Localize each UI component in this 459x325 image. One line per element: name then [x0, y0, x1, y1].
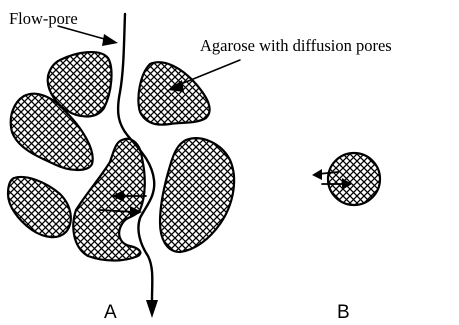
agarose-label: Agarose with diffusion pores [200, 36, 392, 55]
flow-pore-label: Flow-pore [9, 9, 78, 28]
panel-b-label: B [337, 302, 350, 323]
agarose-bead-b [328, 153, 380, 205]
flow-pore-leader [58, 26, 118, 46]
agarose-fragment-top-right [138, 62, 209, 124]
bead-b [312, 153, 380, 205]
agarose-fragment-bottom-left [8, 177, 71, 237]
panel-a-label: A [104, 302, 117, 323]
flow-direction-arrowhead [146, 300, 158, 318]
agarose-fragment-bottom-right [160, 138, 234, 252]
